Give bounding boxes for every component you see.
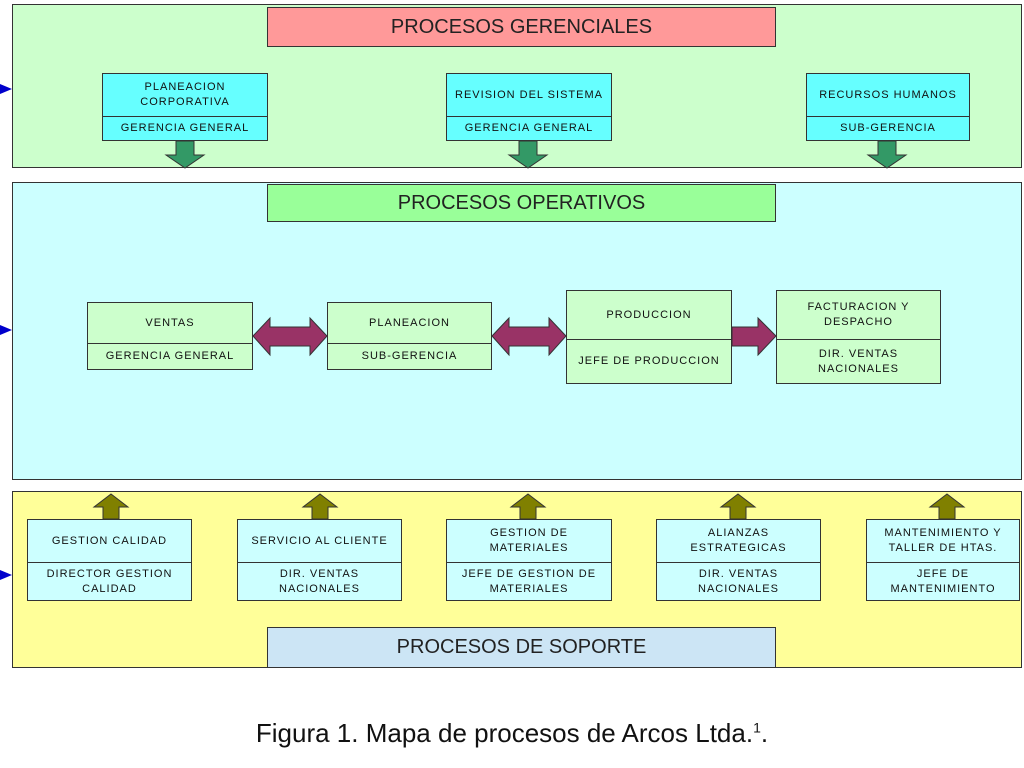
- up-arrow-icon: [928, 493, 966, 520]
- process-name: SERVICIO AL CLIENTE: [251, 534, 388, 547]
- soporte-process-box: GESTION CALIDAD DIRECTOR GESTION CALIDAD: [27, 519, 192, 601]
- down-arrow-icon: [164, 140, 206, 169]
- figure-caption: Figura 1. Mapa de procesos de Arcos Ltda…: [0, 718, 1024, 749]
- operativo-process-box: FACTURACION Y DESPACHO DIR. VENTAS NACIO…: [776, 290, 941, 384]
- process-name: REVISION DEL SISTEMA: [455, 88, 603, 101]
- gerencial-process-box: RECURSOS HUMANOS SUB-GERENCIA: [806, 73, 970, 141]
- side-arrow-icon: [0, 325, 12, 335]
- operativo-process-box: VENTAS GERENCIA GENERAL: [87, 302, 253, 370]
- process-name: MANTENIMIENTO Y TALLER DE HTAS.: [884, 527, 1002, 554]
- process-name: VENTAS: [145, 316, 195, 329]
- process-name: GESTION DE MATERIALES: [489, 527, 569, 554]
- caption-footnote: 1: [753, 719, 761, 736]
- process-name: ALIANZAS ESTRATEGICAS: [690, 527, 787, 554]
- caption-period: .: [760, 718, 769, 748]
- operativo-process-box: PRODUCCION JEFE DE PRODUCCION: [566, 290, 732, 384]
- soporte-title: PROCESOS DE SOPORTE: [267, 627, 776, 668]
- process-name: PLANEACION: [369, 316, 450, 329]
- double-arrow-icon: [252, 316, 328, 357]
- soporte-process-box: MANTENIMIENTO Y TALLER DE HTAS. JEFE DE …: [866, 519, 1020, 601]
- gerencial-process-box: PLANEACION CORPORATIVA GERENCIA GENERAL: [102, 73, 268, 141]
- soporte-process-box: GESTION DE MATERIALES JEFE DE GESTION DE…: [446, 519, 612, 601]
- process-owner: DIRECTOR GESTION CALIDAD: [28, 562, 191, 600]
- process-owner: DIR. VENTAS NACIONALES: [238, 562, 401, 600]
- process-owner: DIR. VENTAS NACIONALES: [657, 562, 820, 600]
- process-owner: DIR. VENTAS NACIONALES: [777, 339, 940, 383]
- down-arrow-icon: [866, 140, 908, 169]
- down-arrow-icon: [507, 140, 549, 169]
- soporte-process-box: ALIANZAS ESTRATEGICAS DIR. VENTAS NACION…: [656, 519, 821, 601]
- soporte-process-box: SERVICIO AL CLIENTE DIR. VENTAS NACIONAL…: [237, 519, 402, 601]
- operativos-title: PROCESOS OPERATIVOS: [267, 184, 776, 222]
- gerencial-process-box: REVISION DEL SISTEMA GERENCIA GENERAL: [446, 73, 612, 141]
- process-owner: GERENCIA GENERAL: [447, 116, 611, 140]
- up-arrow-icon: [719, 493, 757, 520]
- process-name: FACTURACION Y DESPACHO: [807, 301, 910, 328]
- process-name: PRODUCCION: [606, 308, 692, 321]
- right-arrow-icon: [731, 316, 777, 357]
- side-arrow-icon: [0, 84, 12, 94]
- up-arrow-icon: [301, 493, 339, 520]
- process-owner: JEFE DE GESTION DE MATERIALES: [447, 562, 611, 600]
- process-owner: JEFE DE MANTENIMIENTO: [867, 562, 1019, 600]
- up-arrow-icon: [92, 493, 130, 520]
- process-owner: GERENCIA GENERAL: [88, 343, 252, 369]
- process-owner: SUB-GERENCIA: [807, 116, 969, 140]
- process-name: RECURSOS HUMANOS: [819, 88, 957, 101]
- double-arrow-icon: [491, 316, 567, 357]
- caption-text: Figura 1. Mapa de procesos de Arcos Ltda…: [255, 718, 754, 748]
- process-owner: GERENCIA GENERAL: [103, 116, 267, 140]
- process-name: PLANEACION CORPORATIVA: [140, 81, 230, 108]
- process-owner: SUB-GERENCIA: [328, 343, 491, 369]
- up-arrow-icon: [509, 493, 547, 520]
- side-arrow-icon: [0, 570, 12, 580]
- gerenciales-title: PROCESOS GERENCIALES: [267, 7, 776, 47]
- operativo-process-box: PLANEACION SUB-GERENCIA: [327, 302, 492, 370]
- process-owner: JEFE DE PRODUCCION: [567, 339, 731, 383]
- process-name: GESTION CALIDAD: [51, 534, 168, 547]
